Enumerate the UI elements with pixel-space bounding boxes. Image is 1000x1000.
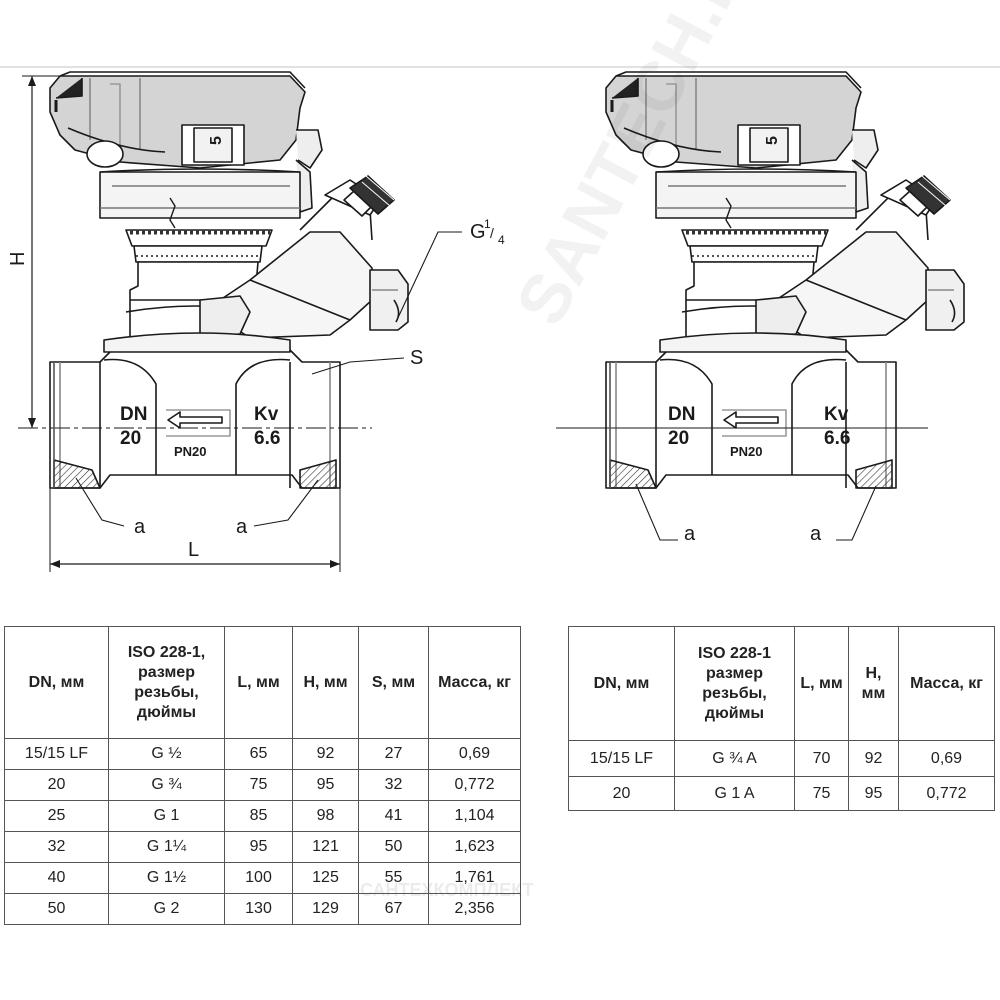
- header-h: H, мм: [292, 626, 359, 739]
- marking-kv: Kv: [254, 404, 279, 425]
- thread-a-label-right-2: a: [810, 523, 822, 545]
- cell-h: 129: [292, 893, 359, 925]
- cell-dn: 50: [4, 893, 109, 925]
- table-row: 15/15 LF G ½ 65 92 27 0,69: [4, 738, 521, 770]
- marking-dn-value: 20: [120, 428, 141, 449]
- cell-thread: G 1 A: [674, 776, 795, 811]
- cell-mass: 0,772: [898, 776, 995, 811]
- thread-a-label-right: a: [236, 516, 248, 538]
- valve-drawings: H L S a a G 1 / 4 DN 20 Kv 6.6 PN20 5 a …: [7, 0, 1000, 572]
- cell-h: 125: [292, 862, 359, 894]
- cell-mass: 1,623: [428, 831, 521, 863]
- cell-thread: G ½: [108, 738, 225, 770]
- cell-l: 75: [224, 769, 293, 801]
- marking-kv-value: 6.6: [254, 428, 280, 449]
- cell-dn: 40: [4, 862, 109, 894]
- header-mass: Масса, кг: [898, 626, 995, 741]
- cell-thread: G ¾ A: [674, 740, 795, 777]
- dimension-l-label: L: [188, 539, 199, 561]
- left-valve-drawing: [18, 72, 462, 572]
- cell-h: 92: [848, 740, 899, 777]
- cell-l: 85: [224, 800, 293, 832]
- cell-dn: 20: [4, 769, 109, 801]
- thread-g-numerator: 1: [484, 217, 491, 231]
- table-row: 20 G ¾ 75 95 32 0,772: [4, 769, 521, 801]
- marking-pn: PN20: [174, 444, 207, 459]
- cell-dn: 25: [4, 800, 109, 832]
- header-thread: ISO 228-1, размер резьбы, дюймы: [108, 626, 225, 739]
- cell-dn: 15/15 LF: [568, 740, 675, 777]
- cell-mass: 1,104: [428, 800, 521, 832]
- cell-thread: G 1: [108, 800, 225, 832]
- cell-mass: 0,772: [428, 769, 521, 801]
- cell-h: 98: [292, 800, 359, 832]
- header-l: L, мм: [224, 626, 293, 739]
- cell-s: 27: [358, 738, 429, 770]
- svg-text:/: /: [490, 225, 494, 241]
- top-divider: [0, 66, 1000, 68]
- table-row: 40 G 1½ 100 125 55 1,761: [4, 862, 521, 894]
- cell-h: 95: [292, 769, 359, 801]
- header-dn: DN, мм: [4, 626, 109, 739]
- cell-l: 70: [794, 740, 849, 777]
- thread-g-label: G: [470, 221, 486, 243]
- cell-h: 92: [292, 738, 359, 770]
- right-valve-drawing: [556, 72, 964, 541]
- spec-table-right: DN, мм ISO 228-1 размер резьбы, дюймы L,…: [568, 626, 995, 811]
- table-row: 25 G 1 85 98 41 1,104: [4, 800, 521, 832]
- dimension-h-label: H: [7, 252, 29, 266]
- table-row: 32 G 1¼ 95 121 50 1,623: [4, 831, 521, 863]
- header-l: L, мм: [794, 626, 849, 741]
- cell-thread: G 1¼: [108, 831, 225, 863]
- cell-dn: 32: [4, 831, 109, 863]
- marking-dn-value-2: 20: [668, 428, 689, 449]
- cell-h: 121: [292, 831, 359, 863]
- cell-s: 50: [358, 831, 429, 863]
- cell-mass: 0,69: [898, 740, 995, 777]
- thread-a-label-left: a: [134, 516, 146, 538]
- cell-s: 32: [358, 769, 429, 801]
- cell-l: 130: [224, 893, 293, 925]
- spec-table-left: DN, мм ISO 228-1, размер резьбы, дюймы L…: [4, 626, 521, 925]
- cell-s: 41: [358, 800, 429, 832]
- cell-l: 100: [224, 862, 293, 894]
- scale-value: 5: [208, 136, 225, 145]
- marking-pn-2: PN20: [730, 444, 763, 459]
- cell-s: 55: [358, 862, 429, 894]
- marking-kv-value-2: 6.6: [824, 428, 850, 449]
- table-row: 20 G 1 A 75 95 0,772: [568, 776, 995, 811]
- marking-dn: DN: [120, 404, 147, 425]
- header-thread: ISO 228-1 размер резьбы, дюймы: [674, 626, 795, 741]
- marking-dn-2: DN: [668, 404, 695, 425]
- cell-l: 65: [224, 738, 293, 770]
- marking-kv-2: Kv: [824, 404, 849, 425]
- header-dn: DN, мм: [568, 626, 675, 741]
- thread-a-label-left-2: a: [684, 523, 696, 545]
- cell-thread: G ¾: [108, 769, 225, 801]
- cell-dn: 20: [568, 776, 675, 811]
- header-s: S, мм: [358, 626, 429, 739]
- table-row: 15/15 LF G ¾ A 70 92 0,69: [568, 740, 995, 777]
- dimension-s-label: S: [410, 347, 423, 369]
- cell-l: 75: [794, 776, 849, 811]
- cell-thread: G 1½: [108, 862, 225, 894]
- cell-mass: 1,761: [428, 862, 521, 894]
- table-row: 50 G 2 130 129 67 2,356: [4, 893, 521, 925]
- cell-mass: 2,356: [428, 893, 521, 925]
- cell-s: 67: [358, 893, 429, 925]
- cell-dn: 15/15 LF: [4, 738, 109, 770]
- scale-value-2: 5: [764, 136, 781, 145]
- cell-mass: 0,69: [428, 738, 521, 770]
- thread-g-denominator: 4: [498, 233, 505, 247]
- cell-thread: G 2: [108, 893, 225, 925]
- cell-h: 95: [848, 776, 899, 811]
- cell-l: 95: [224, 831, 293, 863]
- header-h: H, мм: [848, 626, 899, 741]
- header-mass: Масса, кг: [428, 626, 521, 739]
